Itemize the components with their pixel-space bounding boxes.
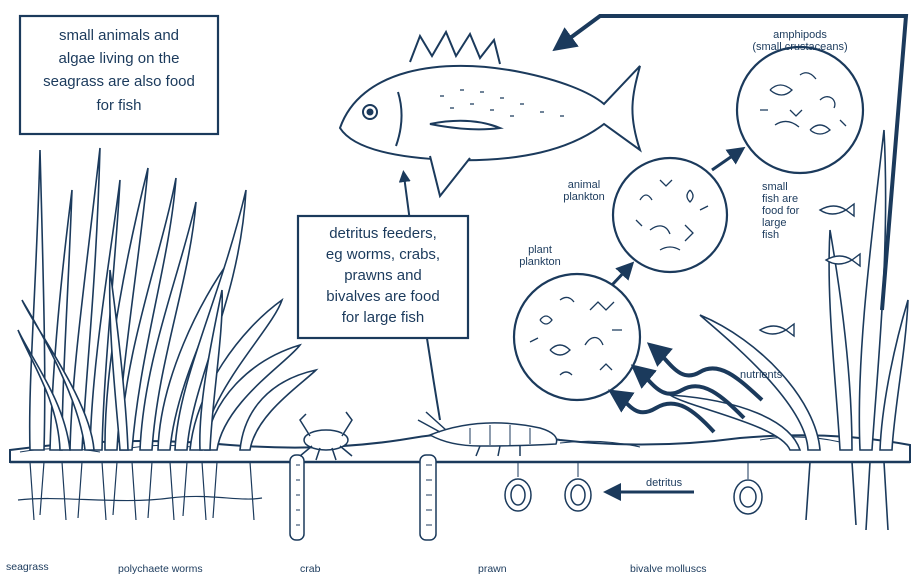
polychaete-worm-tubes (290, 455, 436, 540)
nutrients-label: nutrients (740, 369, 783, 381)
small-fish-label: small fish are food for large fish (762, 181, 800, 241)
bivalve-molluscs (505, 462, 762, 514)
caption-prawn: prawn (478, 563, 507, 575)
seagrass-roots (18, 462, 262, 520)
animal-plankton-label-line-1: animal (568, 179, 600, 191)
plant-plankton-label-line-1: plant (528, 244, 552, 256)
callout-line-1: small animals and (59, 27, 179, 44)
large-fish-illustration (340, 32, 640, 196)
callout-line-2: eg worms, crabs, (326, 246, 440, 263)
callout-line-4: for fish (96, 97, 141, 114)
caption-bivalve: bivalve molluscs (630, 563, 706, 575)
plant-plankton-circle (514, 274, 640, 400)
animal-plankton-circle (613, 158, 727, 272)
bottom-captions: seagrass polychaete worms crab prawn biv… (6, 561, 706, 575)
plant-plankton-label-line-2: plankton (519, 256, 561, 268)
callout-line-3: prawns and (344, 267, 422, 284)
detritus-label: detritus (646, 477, 683, 489)
middle-callout: detritus feeders, eg worms, crabs, prawn… (298, 216, 468, 338)
caption-seagrass: seagrass (6, 561, 49, 573)
callout-line-5: for large fish (342, 309, 425, 326)
food-return-arrow (562, 16, 906, 310)
small-fish-label-line-5: fish (762, 229, 779, 241)
top-left-callout: small animals and algae living on the se… (20, 16, 218, 134)
callout-line-3: seagrass are also food (43, 73, 195, 90)
plant-plankton-label: plant plankton (519, 244, 561, 268)
small-fish-label-line-1: small (762, 181, 788, 193)
caption-crab: crab (300, 563, 321, 575)
small-fish-label-line-2: fish are (762, 193, 798, 205)
callout-line-4: bivalves are food (326, 288, 439, 305)
seagrass-left (18, 148, 316, 450)
amphipods-circle (737, 47, 863, 173)
animal-plankton-label: animal plankton (563, 179, 605, 203)
amphipods-label-line-1: amphipods (773, 29, 827, 41)
small-fish-label-line-3: food for (762, 205, 800, 217)
amphipods-label: amphipods (small crustaceans) (752, 29, 847, 53)
caption-polychaete: polychaete worms (118, 563, 203, 575)
callout-line-1: detritus feeders, (329, 225, 437, 242)
amphipods-label-line-2: (small crustaceans) (752, 41, 847, 53)
callout-line-2: algae living on the (59, 50, 180, 67)
small-fish-label-line-4: large (762, 217, 786, 229)
animal-plankton-label-line-2: plankton (563, 191, 605, 203)
